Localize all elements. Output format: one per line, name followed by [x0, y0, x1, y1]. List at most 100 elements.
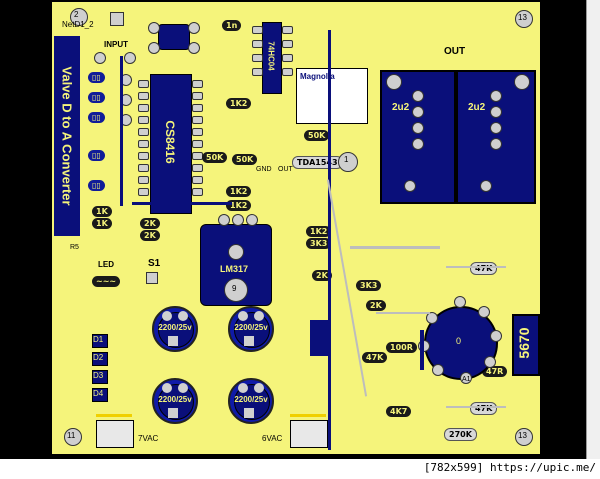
hole-label: 2: [74, 10, 79, 19]
status-text: [782x599] https://upic.me/: [423, 461, 596, 474]
pad: [94, 52, 106, 64]
regulator-pin-label: 9: [232, 284, 237, 293]
pad: [484, 356, 496, 368]
pad: [432, 364, 444, 376]
coupling-cap-label: 2u2: [392, 102, 410, 113]
ic-pin: [282, 54, 293, 62]
trace: [446, 406, 506, 408]
electrolytic-cap: 2200/25v: [228, 306, 274, 352]
out-label: OUT: [278, 166, 293, 173]
diode-label: D2: [93, 353, 104, 362]
ic-pin: [192, 128, 203, 136]
net-label: NetD1_2: [62, 20, 94, 29]
diode: [92, 352, 108, 366]
ic-pin: [192, 140, 203, 148]
ic-pin: [252, 54, 263, 62]
ic-pin: [282, 40, 293, 48]
pad: [490, 138, 502, 150]
diode: [92, 388, 108, 402]
mounting-hole: [515, 428, 533, 446]
ac-terminal-right: [290, 420, 328, 448]
switch-label: S1: [148, 258, 161, 269]
pad: [412, 90, 424, 102]
ic-pin: [192, 116, 203, 124]
smd-part: ▯▯: [88, 180, 105, 191]
pad: [490, 106, 502, 118]
ic-pin: [192, 188, 203, 196]
marker: [96, 414, 132, 417]
resistor: 50K: [304, 130, 330, 141]
ic-pin: [138, 152, 149, 160]
ic-pin: [138, 80, 149, 88]
ic-pin: [252, 68, 263, 76]
pad: [454, 296, 466, 308]
resistor: 47K: [470, 262, 498, 275]
marker: [290, 414, 326, 417]
trace: [446, 266, 506, 268]
ref-label: R5: [70, 244, 79, 251]
resistor: 47K: [362, 352, 388, 363]
ic-pin: [282, 68, 293, 76]
ic-pin: [192, 92, 203, 100]
vertical-scrollbar[interactable]: [586, 0, 600, 459]
resistor: 270K: [444, 428, 477, 441]
ic-pin: [138, 164, 149, 172]
ic-pin: [138, 92, 149, 100]
diode-label: D1: [93, 335, 104, 344]
pad: [490, 90, 502, 102]
trace: [328, 30, 331, 450]
pad: [490, 330, 502, 342]
hole-label: 11: [67, 431, 76, 440]
smd-part: ▯▯: [88, 92, 105, 103]
pad: [188, 42, 200, 54]
pad: [246, 214, 258, 226]
tube-pin-label: A1: [462, 376, 471, 383]
ic-pin: [138, 188, 149, 196]
pad: [386, 74, 402, 90]
brand-logo: [296, 68, 368, 124]
tube-label-box: [512, 314, 540, 376]
regulator-transistor: [310, 320, 330, 356]
pad: [404, 180, 416, 192]
smd-part: ▯▯: [88, 72, 105, 83]
electrolytic-cap: 2200/25v: [152, 306, 198, 352]
trace: [120, 56, 123, 206]
regulator-hole: [224, 278, 248, 302]
pad: [412, 106, 424, 118]
resistor: 50K: [232, 154, 258, 165]
resistor: 50K: [202, 152, 228, 163]
resistor: 3K3: [306, 238, 332, 249]
trace: [350, 246, 440, 249]
led-resistor: ~~~: [92, 276, 121, 287]
led-label: LED: [98, 260, 114, 269]
amp-pin-pad: [338, 152, 358, 172]
ic-pin: [138, 176, 149, 184]
resistor: 100R: [386, 342, 417, 353]
resistor: 4K7: [386, 406, 412, 417]
resistor: 1n: [222, 20, 242, 31]
input-pad: [110, 12, 124, 26]
mounting-hole: [64, 428, 82, 446]
resistor: 2K: [140, 218, 160, 229]
gnd-label: GND: [256, 166, 272, 173]
diode: [92, 370, 108, 384]
resistor: 1K: [92, 218, 112, 229]
pad: [412, 138, 424, 150]
trace: [376, 312, 430, 314]
ic-pin: [252, 26, 263, 34]
resistor: 47R: [482, 366, 508, 377]
smd-part: ▯▯: [88, 150, 105, 161]
ic-pin: [138, 128, 149, 136]
pad: [478, 306, 490, 318]
ac-left-label: 7VAC: [138, 434, 159, 443]
switch-pad: [146, 272, 158, 284]
resistor: 1K2: [226, 98, 252, 109]
mounting-hole: [515, 10, 533, 28]
ic-pin: [138, 104, 149, 112]
ic-pin: [192, 104, 203, 112]
ic-pin: [192, 164, 203, 172]
pad: [412, 122, 424, 134]
pad: [124, 52, 136, 64]
pad: [188, 22, 200, 34]
